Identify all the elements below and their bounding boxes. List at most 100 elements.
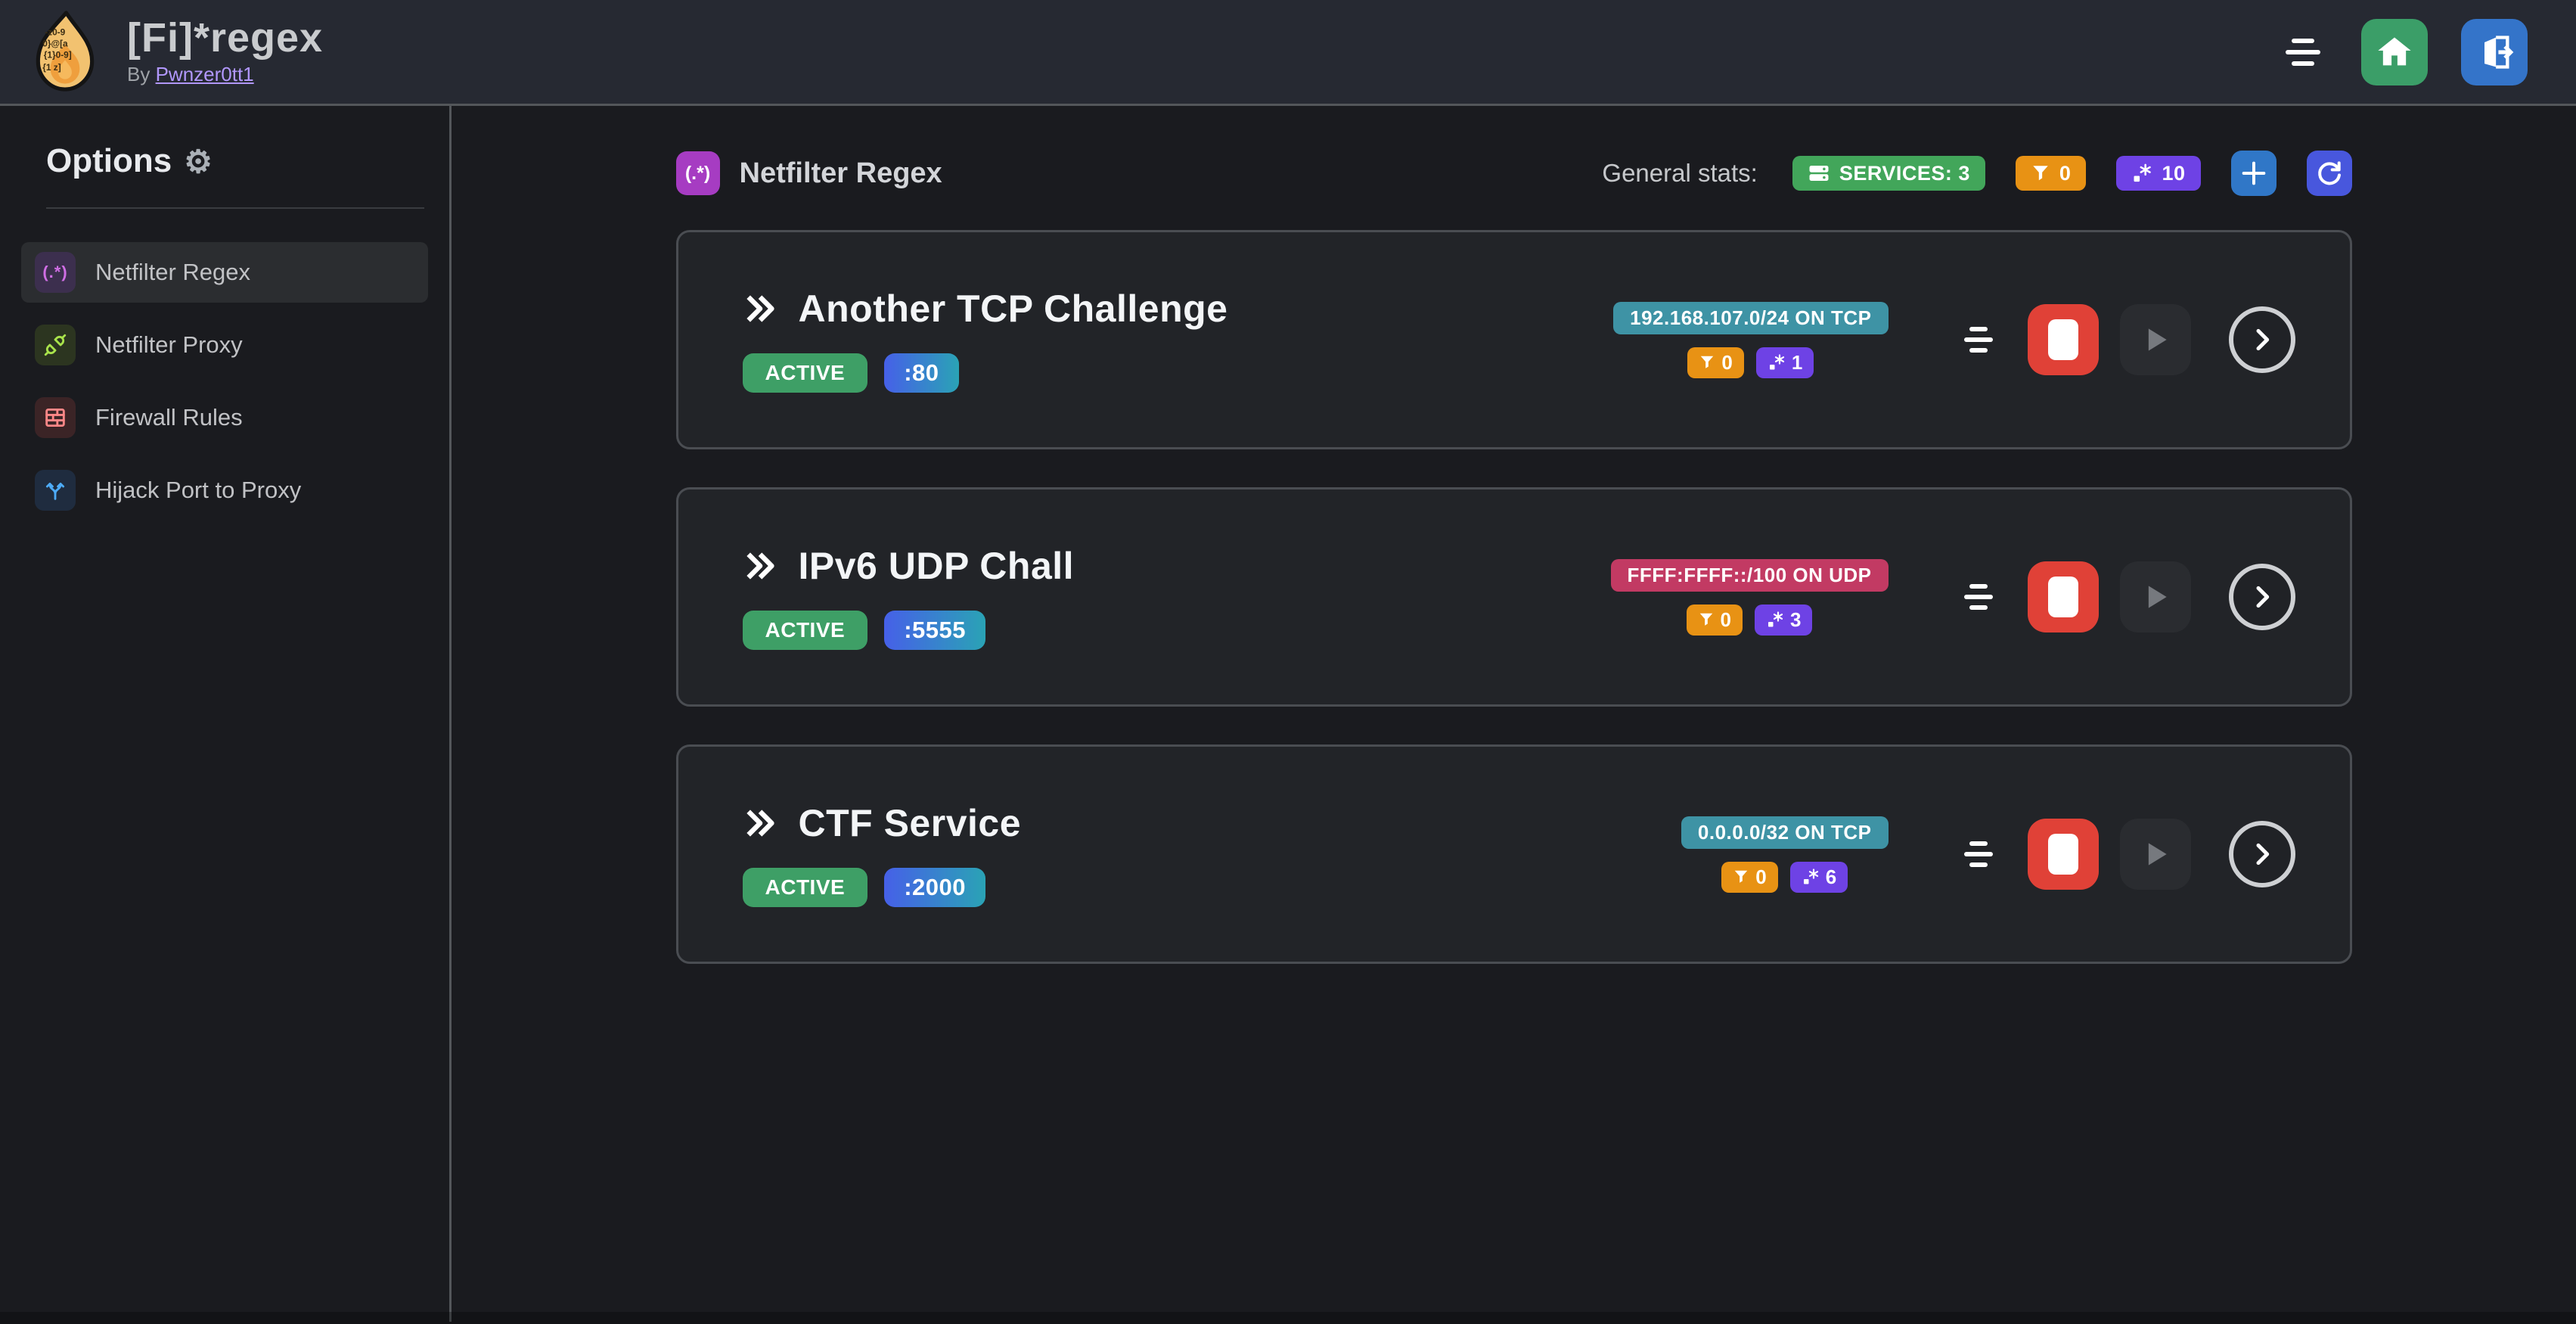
start-service-button[interactable] bbox=[2119, 304, 2191, 375]
regex-glyph-icon bbox=[2134, 163, 2152, 182]
filters-count-text: 0 bbox=[2059, 161, 2072, 185]
regex-glyph-icon bbox=[1768, 611, 1783, 627]
target-badge: 0.0.0.0/32 ON TCP bbox=[1681, 816, 1889, 849]
main-content: (.*) Netfilter Regex General stats: SERV… bbox=[452, 106, 2576, 1322]
funnel-icon bbox=[1701, 356, 1714, 368]
app-header: -z0-9 0}@[a {1}0-9] {1 z] [Fi]*regex By … bbox=[0, 0, 2576, 106]
sidebar-title-text: Options bbox=[46, 142, 172, 179]
brick-wall-icon bbox=[35, 397, 76, 438]
double-chevron-icon bbox=[746, 295, 774, 322]
stop-service-button[interactable] bbox=[2027, 561, 2099, 632]
svg-text:-z0-9: -z0-9 bbox=[45, 26, 65, 37]
regex-glyph-icon bbox=[1769, 354, 1784, 370]
menu-icon[interactable] bbox=[2278, 31, 2328, 73]
service-filters-count: 0 bbox=[1720, 608, 1731, 631]
port-badge: :5555 bbox=[884, 611, 985, 650]
status-badge: ACTIVE bbox=[742, 611, 868, 650]
target-badge: 192.168.107.0/24 ON TCP bbox=[1613, 301, 1889, 334]
service-regex-badge: 1 bbox=[1755, 347, 1814, 378]
service-card[interactable]: Another TCP Challenge ACTIVE :80 192.168… bbox=[675, 230, 2352, 449]
section-title: Netfilter Regex bbox=[739, 157, 942, 189]
service-menu-icon[interactable] bbox=[1958, 578, 1999, 616]
status-badge: ACTIVE bbox=[742, 353, 868, 393]
split-arrows-icon bbox=[35, 470, 76, 511]
regex-icon: (.*) bbox=[35, 252, 76, 293]
funnel-icon bbox=[1734, 870, 1748, 883]
byline-prefix: By bbox=[127, 63, 156, 85]
sidebar-nav: (.*) Netfilter Regex Netfilter Proxy bbox=[21, 242, 428, 521]
double-chevron-icon bbox=[746, 810, 774, 837]
refresh-button[interactable] bbox=[2306, 151, 2352, 196]
start-service-button[interactable] bbox=[2119, 819, 2191, 890]
regex-glyph-icon bbox=[1803, 869, 1818, 884]
firegex-flame-logo: -z0-9 0}@[a {1}0-9] {1 z] bbox=[36, 10, 95, 92]
service-filters-badge: 0 bbox=[1686, 604, 1743, 636]
status-badge: ACTIVE bbox=[742, 868, 868, 907]
stop-icon bbox=[2047, 319, 2078, 360]
sidebar-item-label: Netfilter Regex bbox=[95, 259, 251, 285]
service-regex-count: 6 bbox=[1825, 865, 1837, 888]
gear-icon: ⚙ bbox=[184, 143, 213, 179]
sidebar-item-label: Firewall Rules bbox=[95, 404, 243, 430]
service-details-button[interactable] bbox=[2228, 564, 2295, 630]
svg-text:{1}0-9]: {1}0-9] bbox=[44, 49, 72, 60]
play-icon bbox=[2148, 843, 2167, 866]
bottom-edge bbox=[0, 1312, 2576, 1324]
app-title: [Fi]*regex bbox=[127, 15, 324, 61]
service-regex-badge: 6 bbox=[1789, 861, 1848, 893]
sidebar-item-netfilter-proxy[interactable]: Netfilter Proxy bbox=[21, 315, 428, 375]
service-card-list: Another TCP Challenge ACTIVE :80 192.168… bbox=[675, 230, 2352, 964]
target-badge: FFFF:FFFF::/100 ON UDP bbox=[1610, 558, 1889, 592]
stop-service-button[interactable] bbox=[2027, 304, 2099, 375]
start-service-button[interactable] bbox=[2119, 561, 2191, 632]
sidebar-item-label: Netfilter Proxy bbox=[95, 331, 243, 358]
double-chevron-icon bbox=[746, 552, 774, 580]
service-card[interactable]: CTF Service ACTIVE :2000 0.0.0.0/32 ON T… bbox=[675, 744, 2352, 964]
services-count-text: SERVICES: 3 bbox=[1839, 161, 1970, 185]
server-icon bbox=[1809, 166, 1829, 181]
svg-text:0}@[a: 0}@[a bbox=[42, 38, 68, 48]
service-details-button[interactable] bbox=[2228, 306, 2295, 373]
funnel-icon bbox=[1699, 613, 1712, 626]
home-icon bbox=[2378, 37, 2411, 65]
chevron-right-icon bbox=[2256, 328, 2269, 351]
chevron-right-icon bbox=[2256, 586, 2269, 608]
filters-count-badge: 0 bbox=[2015, 156, 2087, 191]
byline: By Pwnzer0tt1 bbox=[127, 63, 323, 86]
service-filters-badge: 0 bbox=[1687, 347, 1744, 378]
options-sidebar: Options ⚙ (.*) Netfilter Regex Netfilter… bbox=[0, 106, 452, 1322]
service-details-button[interactable] bbox=[2228, 821, 2295, 887]
port-badge: :2000 bbox=[884, 868, 985, 907]
sidebar-title: Options ⚙ bbox=[21, 142, 428, 180]
stop-service-button[interactable] bbox=[2027, 819, 2099, 890]
service-filters-count: 0 bbox=[1721, 350, 1733, 374]
regex-count-text: 10 bbox=[2162, 161, 2186, 185]
service-name: IPv6 UDP Chall bbox=[798, 545, 1075, 587]
plug-icon bbox=[35, 325, 76, 365]
add-service-button[interactable] bbox=[2230, 151, 2277, 196]
service-menu-icon[interactable] bbox=[1958, 835, 1999, 873]
funnel-icon bbox=[2033, 166, 2048, 181]
stop-icon bbox=[2047, 834, 2078, 875]
service-filters-count: 0 bbox=[1755, 865, 1767, 888]
sidebar-item-firewall-rules[interactable]: Firewall Rules bbox=[21, 387, 428, 448]
service-name: CTF Service bbox=[798, 802, 1022, 844]
play-icon bbox=[2148, 586, 2167, 608]
service-regex-badge: 3 bbox=[1755, 604, 1813, 636]
regex-count-badge: 10 bbox=[2116, 156, 2201, 191]
sidebar-item-hijack-port[interactable]: Hijack Port to Proxy bbox=[21, 460, 428, 521]
sidebar-item-netfilter-regex[interactable]: (.*) Netfilter Regex bbox=[21, 242, 428, 303]
svg-text:{1 z]: {1 z] bbox=[42, 61, 61, 72]
refresh-icon bbox=[2317, 161, 2341, 185]
service-card[interactable]: IPv6 UDP Chall ACTIVE :5555 FFFF:FFFF::/… bbox=[675, 487, 2352, 707]
service-menu-icon[interactable] bbox=[1958, 321, 1999, 359]
stop-icon bbox=[2047, 577, 2078, 617]
author-link[interactable]: Pwnzer0tt1 bbox=[155, 63, 254, 85]
sidebar-item-label: Hijack Port to Proxy bbox=[95, 477, 302, 503]
home-button[interactable] bbox=[2361, 18, 2428, 85]
services-count-badge: SERVICES: 3 bbox=[1792, 156, 1985, 191]
service-filters-badge: 0 bbox=[1721, 861, 1778, 893]
section-regex-icon: (.*) bbox=[675, 151, 720, 195]
logout-button[interactable] bbox=[2461, 18, 2528, 85]
port-badge: :80 bbox=[884, 353, 959, 393]
